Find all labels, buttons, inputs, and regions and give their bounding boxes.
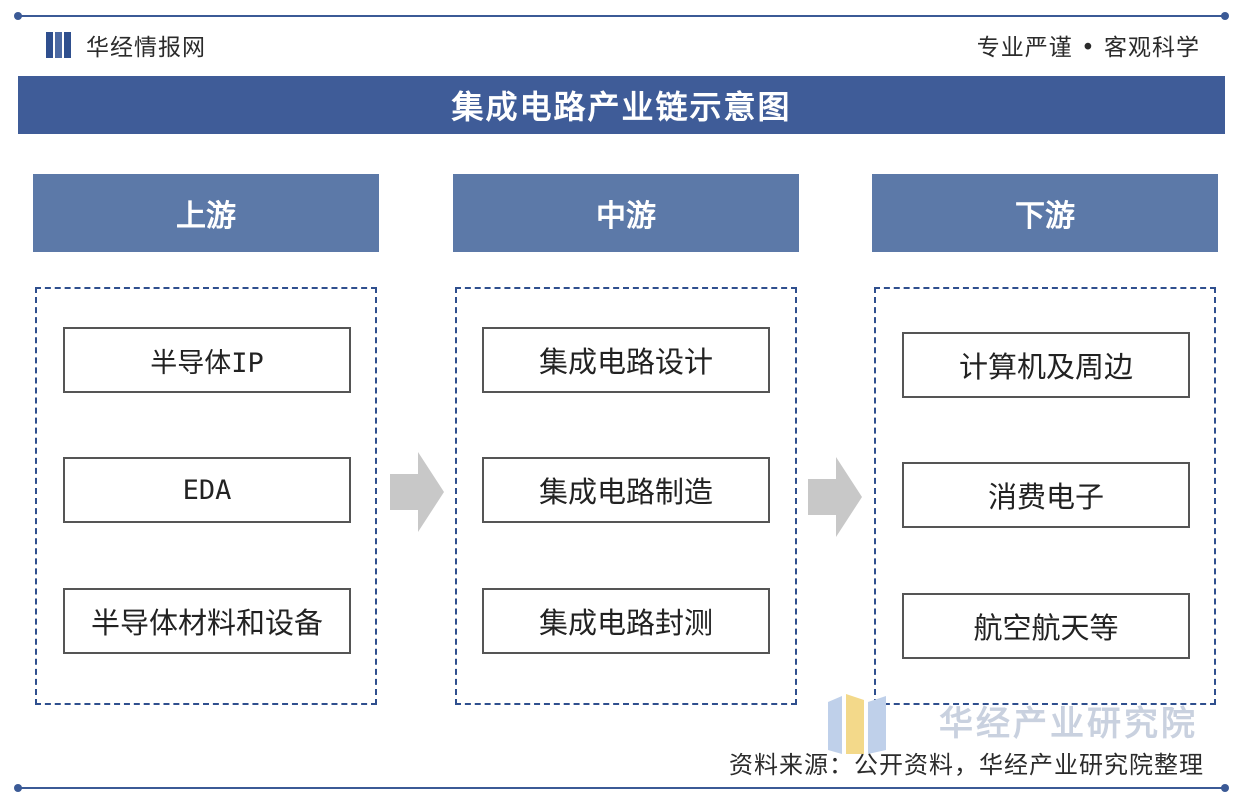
top-right-dot bbox=[1221, 12, 1229, 20]
source-note: 资料来源：公开资料，华经产业研究院整理 bbox=[729, 751, 1204, 779]
node-semiconductor-ip: 半导体IP bbox=[63, 327, 351, 393]
stage-header-downstream: 下游 bbox=[872, 174, 1218, 252]
brand-logo-icon bbox=[46, 32, 72, 58]
downstream-group bbox=[874, 287, 1216, 705]
top-frame-line bbox=[18, 15, 1225, 17]
slogan: 专业严谨 • 客观科学 bbox=[976, 35, 1200, 61]
upstream-group bbox=[35, 287, 377, 705]
stage-header-upstream: 上游 bbox=[33, 174, 379, 252]
node-ic-packaging-testing: 集成电路封测 bbox=[482, 588, 770, 654]
node-computers-peripherals: 计算机及周边 bbox=[902, 332, 1190, 398]
brand-name: 华经情报网 bbox=[86, 35, 206, 61]
top-left-dot bbox=[14, 12, 22, 20]
node-ic-manufacturing: 集成电路制造 bbox=[482, 457, 770, 523]
bottom-left-dot bbox=[14, 784, 22, 792]
node-eda: EDA bbox=[63, 457, 351, 523]
watermark-logo-icon bbox=[828, 694, 886, 754]
node-aerospace: 航空航天等 bbox=[902, 593, 1190, 659]
midstream-group bbox=[455, 287, 797, 705]
bottom-right-dot bbox=[1221, 784, 1229, 792]
flow-arrow-icon bbox=[808, 457, 862, 537]
diagram-title: 集成电路产业链示意图 bbox=[18, 76, 1225, 134]
header: 华经情报网 专业严谨 • 客观科学 bbox=[0, 20, 1238, 70]
node-ic-design: 集成电路设计 bbox=[482, 327, 770, 393]
stage-header-midstream: 中游 bbox=[453, 174, 799, 252]
bottom-frame-line bbox=[18, 787, 1225, 789]
watermark-brand: 华经产业研究院 bbox=[939, 704, 1198, 744]
node-consumer-electronics: 消费电子 bbox=[902, 462, 1190, 528]
node-materials-equipment: 半导体材料和设备 bbox=[63, 588, 351, 654]
flow-arrow-icon bbox=[390, 452, 444, 532]
